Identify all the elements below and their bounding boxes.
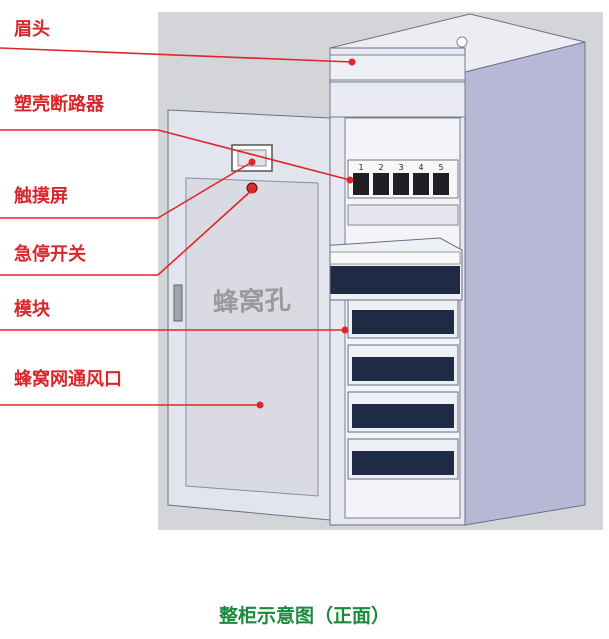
callout-line-brow: [0, 47, 353, 63]
top-hole: [456, 36, 468, 48]
label-module: 模块: [14, 299, 50, 320]
breaker-mark-1: 1: [358, 163, 363, 172]
breaker-row: 1 2 3 4 5: [347, 159, 459, 199]
breaker-mark-5: 5: [438, 163, 443, 172]
breaker-3: [393, 173, 409, 195]
busbar: [347, 204, 459, 226]
breaker-mark-3: 3: [398, 163, 403, 172]
breaker-2: [373, 173, 389, 195]
callout-line-estop: [0, 189, 253, 276]
open-door: 蜂窝孔: [167, 109, 331, 521]
breaker-mark-4: 4: [418, 163, 423, 172]
brow-panel: [329, 54, 466, 81]
callout-lines: [0, 47, 353, 406]
callout-dots: [248, 58, 356, 409]
door-handle: [173, 284, 183, 322]
door-vent-text: 蜂窝孔: [212, 285, 291, 319]
breaker-5: [433, 173, 449, 195]
breaker-1: [353, 173, 369, 195]
upper-panel: [329, 81, 466, 118]
figure-caption: 整柜示意图（正面）: [218, 605, 390, 627]
module-stack: [347, 297, 459, 480]
vent-mesh-panel: [185, 177, 319, 497]
callout-line-breaker: [0, 129, 351, 181]
label-brow: 眉头: [14, 19, 50, 40]
callout-line-touchscreen: [0, 161, 253, 219]
label-breaker: 塑壳断路器: [14, 94, 104, 115]
label-estop: 急停开关: [14, 244, 86, 265]
cabinet-side-panel: [464, 41, 586, 526]
breaker-4: [413, 173, 429, 195]
breaker-mark-2: 2: [378, 163, 383, 172]
label-vent: 蜂窝网通风口: [14, 369, 122, 390]
label-touchscreen: 触摸屏: [14, 186, 68, 207]
